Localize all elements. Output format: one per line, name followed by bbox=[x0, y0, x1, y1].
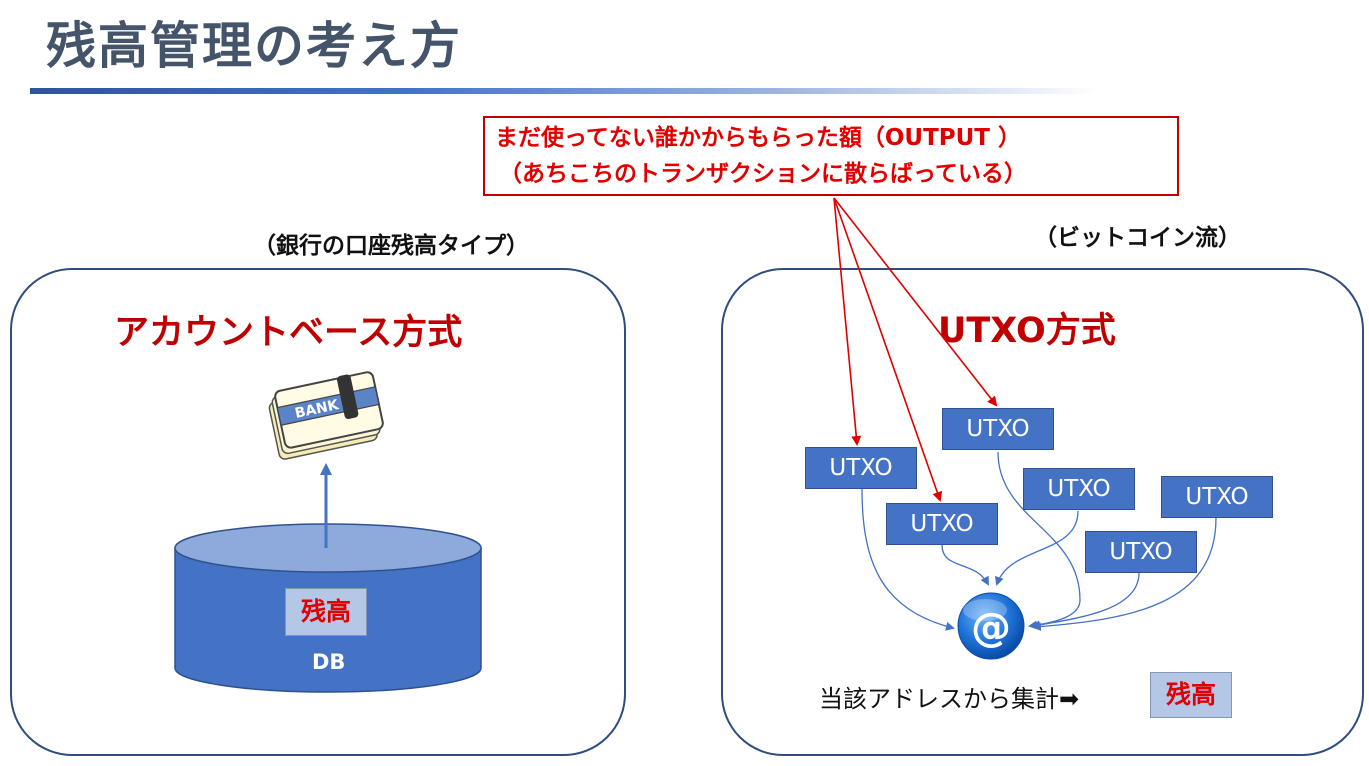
utxo-box: UTXO bbox=[805, 447, 917, 489]
utxo-box: UTXO bbox=[1023, 468, 1135, 510]
output-callout: まだ使ってない誰かからもらった額（OUTPUT ） （あちこちのトランザクション… bbox=[483, 116, 1179, 196]
address-symbol: @ bbox=[971, 605, 1011, 651]
bitcoin-type-label: （ビットコイン流） bbox=[1034, 225, 1241, 251]
callout-line-2: （あちこちのトランザクションに散らばっている） bbox=[499, 161, 1027, 187]
utxo-box: UTXO bbox=[942, 408, 1054, 450]
account-based-panel bbox=[10, 268, 626, 756]
utxo-connectors bbox=[861, 451, 1217, 631]
aggregate-text: 当該アドレスから集計➡ bbox=[819, 685, 1080, 713]
title-underline bbox=[30, 88, 1100, 94]
utxo-balance-label: 残高 bbox=[1150, 672, 1232, 718]
utxo-panel bbox=[721, 268, 1364, 756]
bankbook-icon: BANK bbox=[268, 371, 384, 460]
slide-title: 残高管理の考え方 bbox=[46, 17, 462, 75]
address-at-icon: @ bbox=[957, 592, 1025, 660]
utxo-box: UTXO bbox=[886, 503, 998, 545]
account-based-title: アカウントベース方式 bbox=[114, 313, 463, 353]
bank-type-label: （銀行の口座残高タイプ） bbox=[253, 233, 529, 259]
utxo-title: UTXO方式 bbox=[938, 311, 1116, 351]
db-label: DB bbox=[312, 650, 346, 674]
callout-arrows bbox=[833, 197, 998, 502]
utxo-box: UTXO bbox=[1085, 531, 1197, 573]
db-balance-label: 残高 bbox=[285, 588, 367, 636]
utxo-box: UTXO bbox=[1161, 476, 1273, 518]
callout-line-1: まだ使ってない誰かからもらった額（OUTPUT ） bbox=[495, 125, 1021, 151]
